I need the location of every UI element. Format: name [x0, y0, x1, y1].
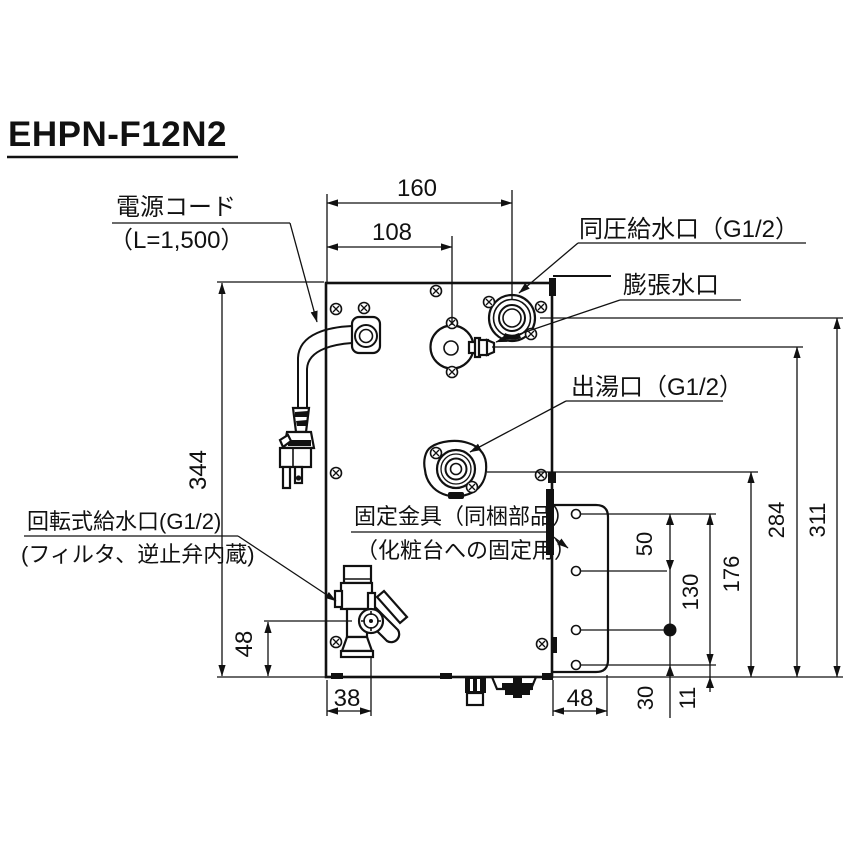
- bracket-ear: [546, 489, 554, 555]
- foot: [331, 673, 343, 679]
- foot: [542, 673, 553, 680]
- label-pressure-inlet: 同圧給水口（G1/2）: [579, 216, 799, 243]
- leader-lines: [24, 222, 806, 602]
- bracket-hole: [570, 508, 582, 520]
- dimension-lines: [217, 190, 843, 718]
- dim-48-left: 48: [231, 631, 258, 658]
- dim-108: 108: [372, 219, 412, 246]
- mounting-bracket: [548, 503, 610, 674]
- dim-11: 11: [675, 687, 700, 710]
- drain-fitting: [465, 677, 486, 707]
- edge-tab: [551, 637, 557, 653]
- label-rotary-inlet: 回転式給水口(G1/2): [27, 509, 221, 534]
- dim-284: 284: [764, 502, 789, 539]
- dim-38: 38: [334, 685, 361, 712]
- power-plug: [278, 406, 316, 490]
- label-texts: 電源コード （L=1,500） 同圧給水口（G1/2） 膨張水口 出湯口（G1/…: [21, 194, 799, 567]
- label-power-cord-length: （L=1,500）: [109, 227, 244, 254]
- label-bracket: 固定金具（同梱部品）: [354, 504, 574, 529]
- dim-344: 344: [185, 450, 212, 490]
- dim-50: 50: [632, 532, 657, 556]
- bracket-hole: [570, 659, 582, 671]
- dimension-texts: 160 108 344 48 38 48 50 130 176 284 311 …: [185, 175, 830, 712]
- dim-48-right: 48: [567, 685, 594, 712]
- dim-30: 30: [633, 686, 658, 710]
- label-bracket-note: （化粧台への固定用）: [356, 538, 576, 563]
- edge-tab: [548, 472, 556, 483]
- label-rotary-inlet-note: (フィルタ、逆止弁内蔵): [21, 542, 255, 567]
- mount-point-marker: [663, 623, 677, 637]
- dim-311: 311: [805, 502, 830, 537]
- rotary-inlet: [333, 564, 409, 659]
- label-expansion-outlet: 膨張水口: [623, 272, 719, 299]
- relief-fitting: [490, 675, 538, 698]
- model-number: EHPN-F12N2: [8, 115, 227, 154]
- power-cord: [278, 315, 382, 490]
- label-hot-water-outlet: 出湯口（G1/2）: [571, 374, 743, 401]
- edge-tab: [549, 278, 556, 296]
- bracket-hole: [570, 565, 582, 577]
- dim-130: 130: [678, 574, 703, 611]
- dim-160: 160: [397, 175, 437, 202]
- drawing-title: EHPN-F12N2: [7, 115, 238, 159]
- expansion-port: [429, 324, 496, 370]
- foot: [440, 673, 452, 679]
- label-power-cord: 電源コード: [116, 194, 236, 221]
- dim-176: 176: [719, 556, 744, 593]
- bracket-hole: [570, 624, 582, 636]
